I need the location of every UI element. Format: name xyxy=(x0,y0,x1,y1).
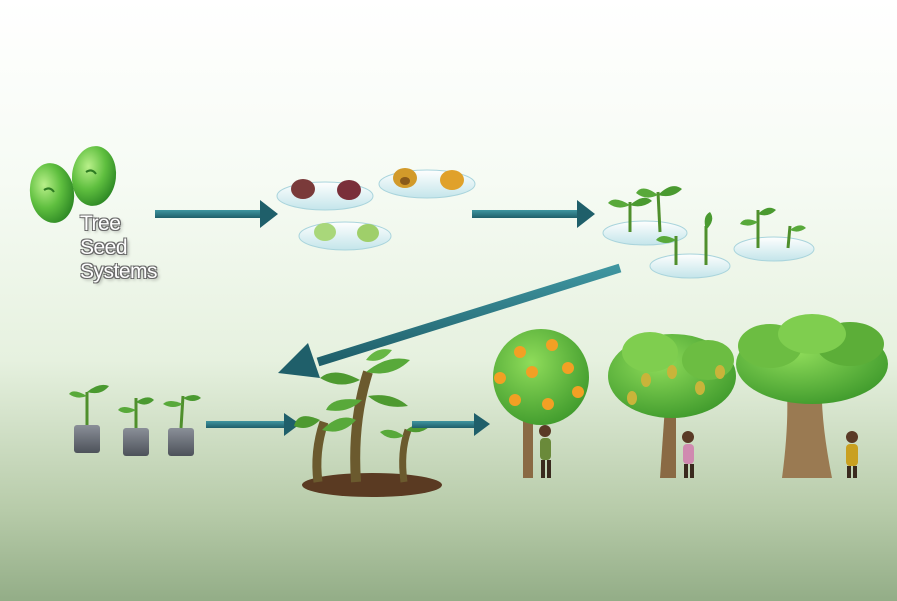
arrow-planting-to-trees xyxy=(412,413,490,436)
nursery-bag-icon xyxy=(118,397,154,456)
arrow-dishes-to-seedlings xyxy=(472,200,595,228)
title-line: Seed xyxy=(80,236,128,259)
tree-icon xyxy=(608,332,736,478)
person-icon xyxy=(539,425,551,478)
seedling-icon xyxy=(649,212,731,279)
title-line: Systems xyxy=(80,260,158,283)
arrow-bags-to-planting xyxy=(206,413,300,436)
seedling-icon xyxy=(602,186,688,246)
tree-icon xyxy=(736,314,888,478)
sapling-group xyxy=(294,349,442,497)
person-icon xyxy=(682,431,694,478)
tree-icon xyxy=(493,329,589,478)
arrow-seedlings-to-nursery xyxy=(278,263,622,378)
petri-dish-icon xyxy=(298,221,392,251)
person-icon xyxy=(846,431,858,478)
arrow-seeds-to-dishes xyxy=(155,200,278,228)
bean-seed-icon xyxy=(29,146,117,223)
diagram-title: Tree Seed Systems xyxy=(80,212,158,284)
title-line: Tree xyxy=(80,212,121,235)
petri-dish-icon xyxy=(378,168,476,199)
seedling-icon xyxy=(733,207,815,262)
nursery-bag-icon xyxy=(163,395,201,456)
nursery-bag-icon xyxy=(69,384,109,453)
petri-dish-icon xyxy=(276,179,374,211)
